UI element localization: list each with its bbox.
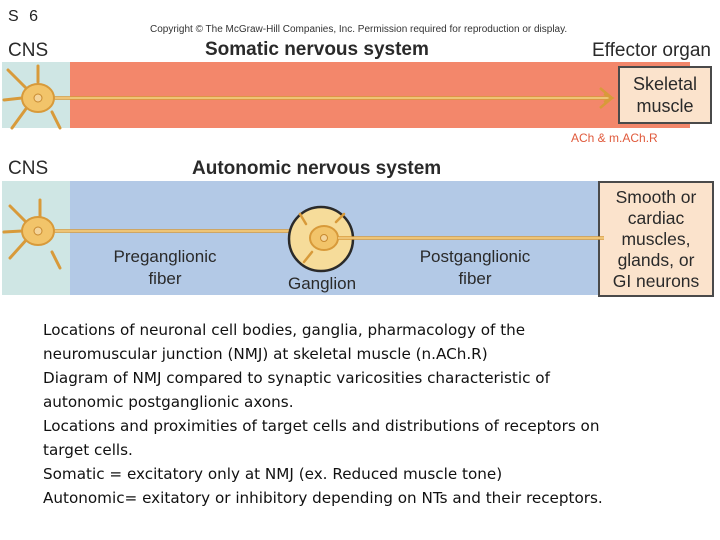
skeletal-muscle-line: muscle — [636, 96, 694, 116]
somatic-cns-label: CNS — [8, 40, 49, 61]
preganglionic-neuron — [2, 198, 300, 270]
autonomic-target-line: cardiac — [627, 207, 685, 228]
ganglion-dendrites — [298, 212, 346, 264]
description-line: neuromuscular junction (NMJ) at skeletal… — [43, 345, 488, 363]
autonomic-target-line: muscles, — [621, 228, 691, 249]
description-line: Locations and proximities of target cell… — [43, 417, 600, 435]
smooth-cardiac-muscle-box: Smooth or cardiac muscles, glands, or GI… — [598, 181, 714, 297]
preganglionic-label-line: Preganglionic — [113, 247, 217, 266]
somatic-title: Somatic nervous system — [205, 39, 429, 60]
postganglionic-nucleus — [320, 234, 328, 242]
description-line: Diagram of NMJ compared to synaptic vari… — [43, 369, 550, 387]
autonomic-target-line: glands, or — [617, 249, 695, 270]
somatic-nucleus — [33, 93, 43, 103]
ganglion-label: Ganglion — [287, 274, 357, 293]
somatic-motor-neuron — [2, 64, 615, 130]
postganglionic-fiber-label: Postganglionic fiber — [400, 246, 550, 290]
description-line: Locations of neuronal cell bodies, gangl… — [43, 321, 526, 339]
description-line: target cells. — [43, 441, 133, 459]
preganglionic-label-line: fiber — [148, 269, 182, 288]
slide-description: Locations of neuronal cell bodies, gangl… — [43, 318, 683, 510]
preganglionic-dendrites — [2, 198, 62, 270]
autonomic-cns-label: CNS — [8, 158, 49, 179]
skeletal-muscle-line: Skeletal — [632, 74, 698, 94]
slide-label: S 6 — [8, 8, 42, 25]
effector-organ-label: Effector organ — [592, 40, 712, 61]
postganglionic-label-line: fiber — [458, 269, 492, 288]
autonomic-target-line: Smooth or — [615, 186, 697, 207]
autonomic-target-line: GI neurons — [612, 270, 700, 291]
copyright-notice: Copyright © The McGraw-Hill Companies, I… — [150, 24, 568, 35]
somatic-dendrites — [2, 64, 62, 130]
description-line: Autonomic= exitatory or inhibitory depen… — [43, 489, 603, 507]
postganglionic-label-line: Postganglionic — [419, 247, 531, 266]
preganglionic-fiber-label: Preganglionic fiber — [95, 246, 235, 290]
description-line: Somatic = excitatory only at NMJ (ex. Re… — [43, 465, 503, 483]
ganglion — [287, 205, 355, 273]
description-line: autonomic postganglionic axons. — [43, 393, 294, 411]
somatic-pathway-band — [70, 62, 690, 128]
preganglionic-nucleus — [33, 226, 43, 236]
somatic-axon-terminal — [599, 87, 615, 109]
skeletal-muscle-box: Skeletal muscle — [618, 66, 712, 124]
ach-receptor-annotation: ACh & m.ACh.R — [571, 131, 658, 145]
autonomic-title: Autonomic nervous system — [192, 158, 442, 179]
